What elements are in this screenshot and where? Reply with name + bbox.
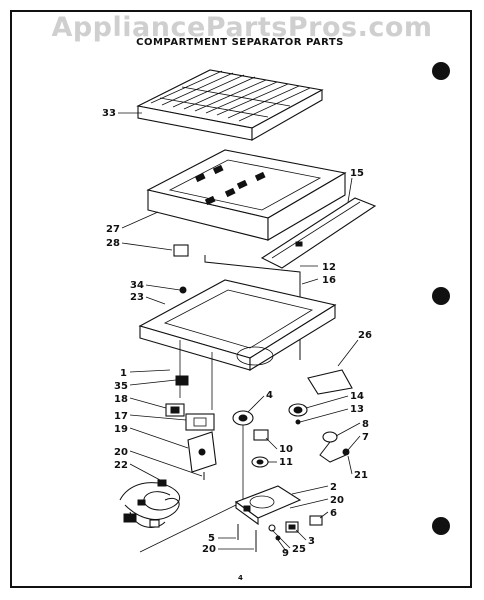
callout-2: 2 <box>330 482 337 493</box>
part-10-clip <box>253 429 269 441</box>
page-border <box>10 10 472 588</box>
part-27-separator-frame <box>146 149 347 241</box>
callout-26: 26 <box>358 330 372 341</box>
callout-27: 27 <box>106 224 120 235</box>
part-3-switch <box>285 521 299 533</box>
part-9-washer <box>275 535 281 541</box>
callout-19: 19 <box>114 424 128 435</box>
part-23-separator-tray <box>138 279 337 410</box>
part-15-rail <box>260 197 377 269</box>
callout-22: 22 <box>114 460 128 471</box>
part-34-screw <box>179 286 187 294</box>
part-6-connector <box>309 515 323 526</box>
part-7-sensor <box>319 431 350 463</box>
callout-5: 5 <box>208 533 215 544</box>
callout-28: 28 <box>106 238 120 249</box>
callout-16: 16 <box>322 275 336 286</box>
callout-34: 34 <box>130 280 144 291</box>
callout-11: 11 <box>279 457 293 468</box>
part-11-washer <box>251 456 269 468</box>
binder-hole-top <box>432 62 450 80</box>
callout-20-upper: 20 <box>114 447 128 458</box>
callout-14: 14 <box>350 391 364 402</box>
callout-1: 1 <box>120 368 127 379</box>
part-13-screw <box>295 419 301 425</box>
part-33-grille <box>136 69 324 141</box>
callout-33: 33 <box>102 108 116 119</box>
callout-20-lower: 20 <box>202 544 216 555</box>
callout-12: 12 <box>322 262 336 273</box>
part-17-damper-control <box>185 413 215 431</box>
callout-8: 8 <box>362 419 369 430</box>
part-14-grommet <box>288 403 308 417</box>
callout-9: 9 <box>282 548 289 559</box>
callout-25: 25 <box>292 544 306 555</box>
part-18-thermostat <box>165 403 185 417</box>
callout-20-right: 20 <box>330 495 344 506</box>
callout-labels: 33 15 27 28 12 16 34 23 26 1 35 18 14 13… <box>102 108 372 582</box>
part-22-wire-harness <box>119 479 181 528</box>
watermark: AppliancePartsPros.com <box>51 12 433 43</box>
callout-13: 13 <box>350 404 364 415</box>
binder-hole-middle <box>432 287 450 305</box>
part-26-pad <box>307 369 353 395</box>
callout-7: 7 <box>362 432 369 443</box>
part-35-clip <box>175 375 189 386</box>
callout-4: 4 <box>266 390 273 401</box>
callout-18: 18 <box>114 394 128 405</box>
part-4-cam <box>232 410 254 426</box>
part-2-damper-housing <box>234 485 302 526</box>
part-25-nut <box>268 524 276 532</box>
diagram-title: COMPARTMENT SEPARATOR PARTS <box>136 37 344 48</box>
callout-21: 21 <box>354 470 368 481</box>
callout-15: 15 <box>350 168 364 179</box>
leader-lines <box>118 112 361 553</box>
callout-3: 3 <box>308 536 315 547</box>
callout-35: 35 <box>114 381 128 392</box>
page-number: 4 <box>238 574 243 582</box>
callout-17: 17 <box>114 411 128 422</box>
part-28-block <box>173 244 189 257</box>
callout-23: 23 <box>130 292 144 303</box>
part-19-bracket <box>187 431 217 473</box>
binder-hole-bottom <box>432 517 450 535</box>
callout-6: 6 <box>330 508 337 519</box>
callout-10: 10 <box>279 444 293 455</box>
